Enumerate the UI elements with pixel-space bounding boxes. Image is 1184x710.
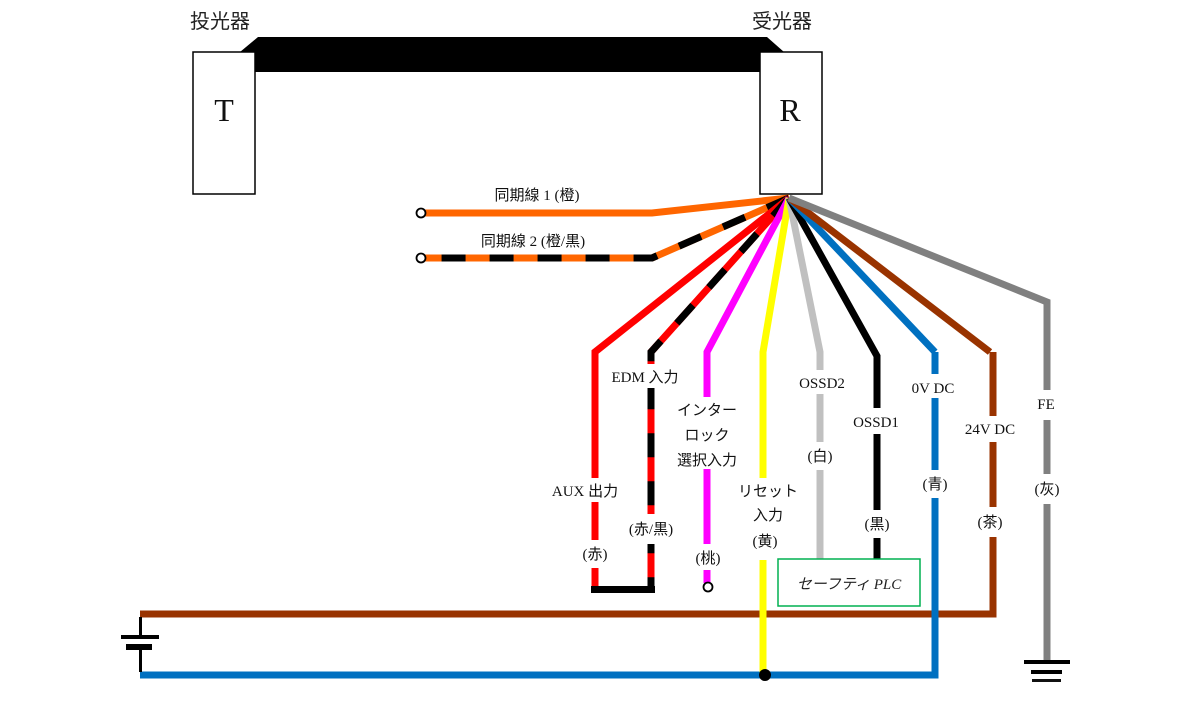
- reset-name-line-2: 入力: [753, 507, 783, 524]
- sync-line-1-wire: [425, 194, 790, 217]
- ossd2-wire: [785, 197, 824, 559]
- junction-dot: [759, 669, 771, 681]
- 24vdc-name-label: 24V DC: [965, 422, 1015, 438]
- emitter-box: [192, 51, 256, 195]
- 0vdc-name-label: 0V DC: [912, 381, 955, 397]
- ground-icon: [1024, 660, 1070, 682]
- supply-negative-rail: [140, 352, 939, 679]
- sync-line-2-label: 同期線 2 (橙/黒): [481, 233, 585, 250]
- aux-color-label: (赤): [583, 546, 608, 563]
- 24vdc-color-label: (茶): [978, 514, 1003, 531]
- 0vdc-wire: [786, 195, 938, 355]
- ossd2-name-label: OSSD2: [799, 376, 845, 392]
- sync-line-2-terminal: [415, 252, 427, 264]
- interlock-color-label: (桃): [696, 550, 721, 567]
- 0vdc-color-label: (青): [923, 476, 948, 493]
- interlock-name-line-2: ロック: [684, 427, 729, 444]
- safety-plc-box: [777, 558, 921, 607]
- receiver-box: [759, 51, 823, 195]
- safety-plc-label: セーフティ PLC: [797, 577, 902, 593]
- fe-name-label: FE: [1037, 397, 1055, 413]
- emitter-title: 投光器: [190, 10, 250, 33]
- wire-labels: AUX 出力 (赤) EDM 入力 (赤/黒) インター ロック 選択入力 (桃…: [540, 364, 1065, 570]
- reset-name-line-1: リセット: [738, 484, 798, 500]
- edm-color-label: (赤/黒): [629, 521, 673, 538]
- aux-edm-bridge: [591, 586, 655, 593]
- emitter-letter: T: [214, 92, 234, 128]
- sync-line-2-wire-stripe: [425, 194, 791, 262]
- edm-name-label: EDM 入力: [611, 369, 678, 386]
- ossd2-color-label: (白): [808, 448, 833, 465]
- aux-name-label: AUX 出力: [552, 483, 618, 500]
- aux-wire: [591, 195, 792, 590]
- ossd1-color-label: (黒): [865, 517, 890, 533]
- interlock-name-line-3: 選択入力: [677, 452, 737, 469]
- reset-color-label: (黄): [753, 533, 778, 550]
- battery-icon: [121, 617, 159, 672]
- ossd1-name-label: OSSD1: [853, 415, 899, 431]
- 24vdc-wire: [786, 195, 993, 355]
- sync-line-1-label: 同期線 1 (橙): [495, 187, 580, 204]
- edm-wire-stripe: [647, 195, 792, 590]
- reset-wire: [759, 197, 793, 675]
- interlock-wire: [703, 196, 793, 583]
- sync-line-1-terminal: [415, 207, 427, 219]
- ossd1-wire: [785, 196, 881, 559]
- fe-color-label: (灰): [1035, 481, 1060, 498]
- fe-wire: [787, 194, 1051, 660]
- interlock-name-line-1: インター: [677, 402, 737, 419]
- cable-body: [254, 52, 760, 72]
- interlock-terminal: [702, 581, 714, 593]
- receiver-letter: R: [779, 92, 801, 128]
- receiver-title: 受光器: [752, 10, 812, 33]
